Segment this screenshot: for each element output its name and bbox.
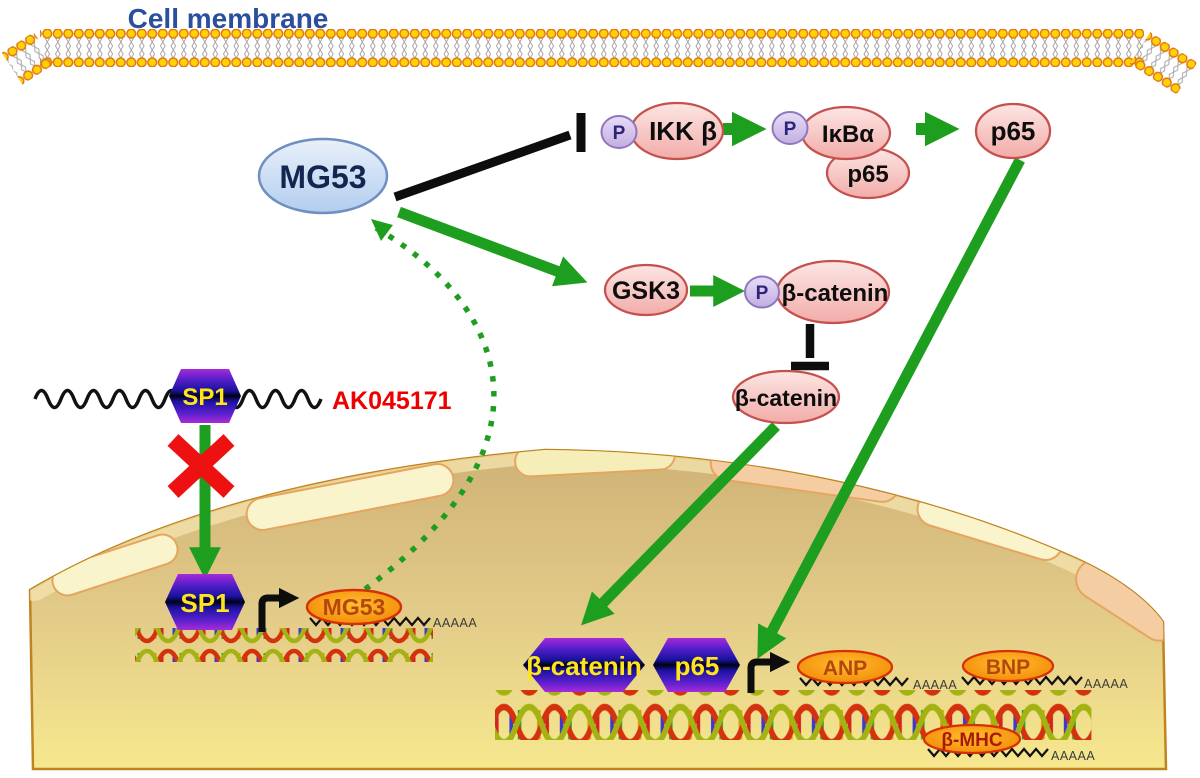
sp1-hexagon-lncrna <box>169 369 241 423</box>
lipid-bilayer-left-end <box>1 32 55 85</box>
bcatenin-hexagon <box>523 638 645 692</box>
cell-membrane-label: Cell membrane <box>128 3 329 34</box>
gsk3-ellipse <box>603 263 689 317</box>
bmhc-ellipse <box>922 723 1022 755</box>
mg53-gene-label: MG53 <box>323 594 386 620</box>
bcatenin-free-ellipse <box>731 369 841 425</box>
phospho-label: P <box>756 283 769 304</box>
transcription-start-arrow-mg53 <box>258 587 300 632</box>
cell-membrane: Cell membrane <box>1 3 1198 95</box>
inhibition-line-mg53-ikkb <box>393 130 572 202</box>
mg53-feedback-arrowhead <box>371 219 393 241</box>
bcatenin-hexagon-label: β-catenin <box>526 651 642 681</box>
p65-free-label: p65 <box>991 116 1036 146</box>
arrow-p65-to-nucleus <box>757 157 1025 659</box>
p65-complex-label: p65 <box>847 161 888 188</box>
lncrna-name-label: AK045171 <box>332 387 452 415</box>
mg53-gene-ellipse <box>305 588 403 626</box>
mg53-ellipse <box>257 137 389 215</box>
anp-polya-label: AAAAA <box>913 678 957 692</box>
bnp-ellipse <box>961 649 1055 683</box>
anp-ellipse <box>796 649 894 685</box>
ikkb-label: IKK β <box>649 116 717 146</box>
arrow-bcatenin-to-nucleus <box>581 422 780 626</box>
nuclear-envelope-blob <box>51 533 179 597</box>
phospho-badge-ikkb <box>600 115 638 149</box>
phospho-label: P <box>784 119 797 140</box>
ikba-label: IκBα <box>822 121 874 148</box>
p65-hexagon <box>653 638 740 692</box>
sp1-nucleus-label: SP1 <box>180 588 229 618</box>
mg53-label: MG53 <box>279 159 366 195</box>
lipid-bilayer-band <box>40 29 1144 67</box>
dna-helix-left <box>135 628 433 662</box>
p65-hexagon-label: p65 <box>675 651 720 681</box>
bmhc-polya-label: AAAAA <box>1051 749 1095 763</box>
bmhc-label: β-MHC <box>941 730 1002 751</box>
phospho-label: P <box>613 123 626 144</box>
phospho-badge-ikba <box>771 111 809 145</box>
anp-mrna-zigzag <box>799 676 909 687</box>
bnp-label: BNP <box>986 656 1030 679</box>
bnp-polya-label: AAAAA <box>1084 677 1128 691</box>
connectors <box>167 111 1025 659</box>
mg53-polya-label: AAAAA <box>433 616 477 630</box>
sp1-hexagon-nucleus <box>165 574 245 630</box>
transcription-start-arrow-genes <box>747 651 791 693</box>
sp1-label: SP1 <box>182 384 227 411</box>
arrow-mg53-to-gsk3 <box>397 206 588 287</box>
lncrna-ak045171: SP1 AK045171 <box>33 369 452 423</box>
nucleus-contents: SP1 MG53 AAAAA β-catenin p65 ANP AAAAA B… <box>165 574 1128 763</box>
phospho-bcatenin-label: β-catenin <box>782 280 889 307</box>
anp-label: ANP <box>823 657 867 680</box>
lipid-bilayer-right-end <box>1129 32 1198 95</box>
nuclear-envelope-blob <box>245 463 455 531</box>
bcatenin-free-label: β-catenin <box>735 385 837 411</box>
gsk3-label: GSK3 <box>612 277 680 305</box>
cytoplasm-proteins: MG53 IKK β P p65 IκBα P p65 GSK3 β-caten… <box>257 101 1052 425</box>
phospho-badge-bcatenin <box>744 275 780 309</box>
p65-free-ellipse <box>974 102 1052 160</box>
block-x-icon <box>167 434 235 498</box>
mg53-feedback-dashed-arrow <box>362 225 497 593</box>
